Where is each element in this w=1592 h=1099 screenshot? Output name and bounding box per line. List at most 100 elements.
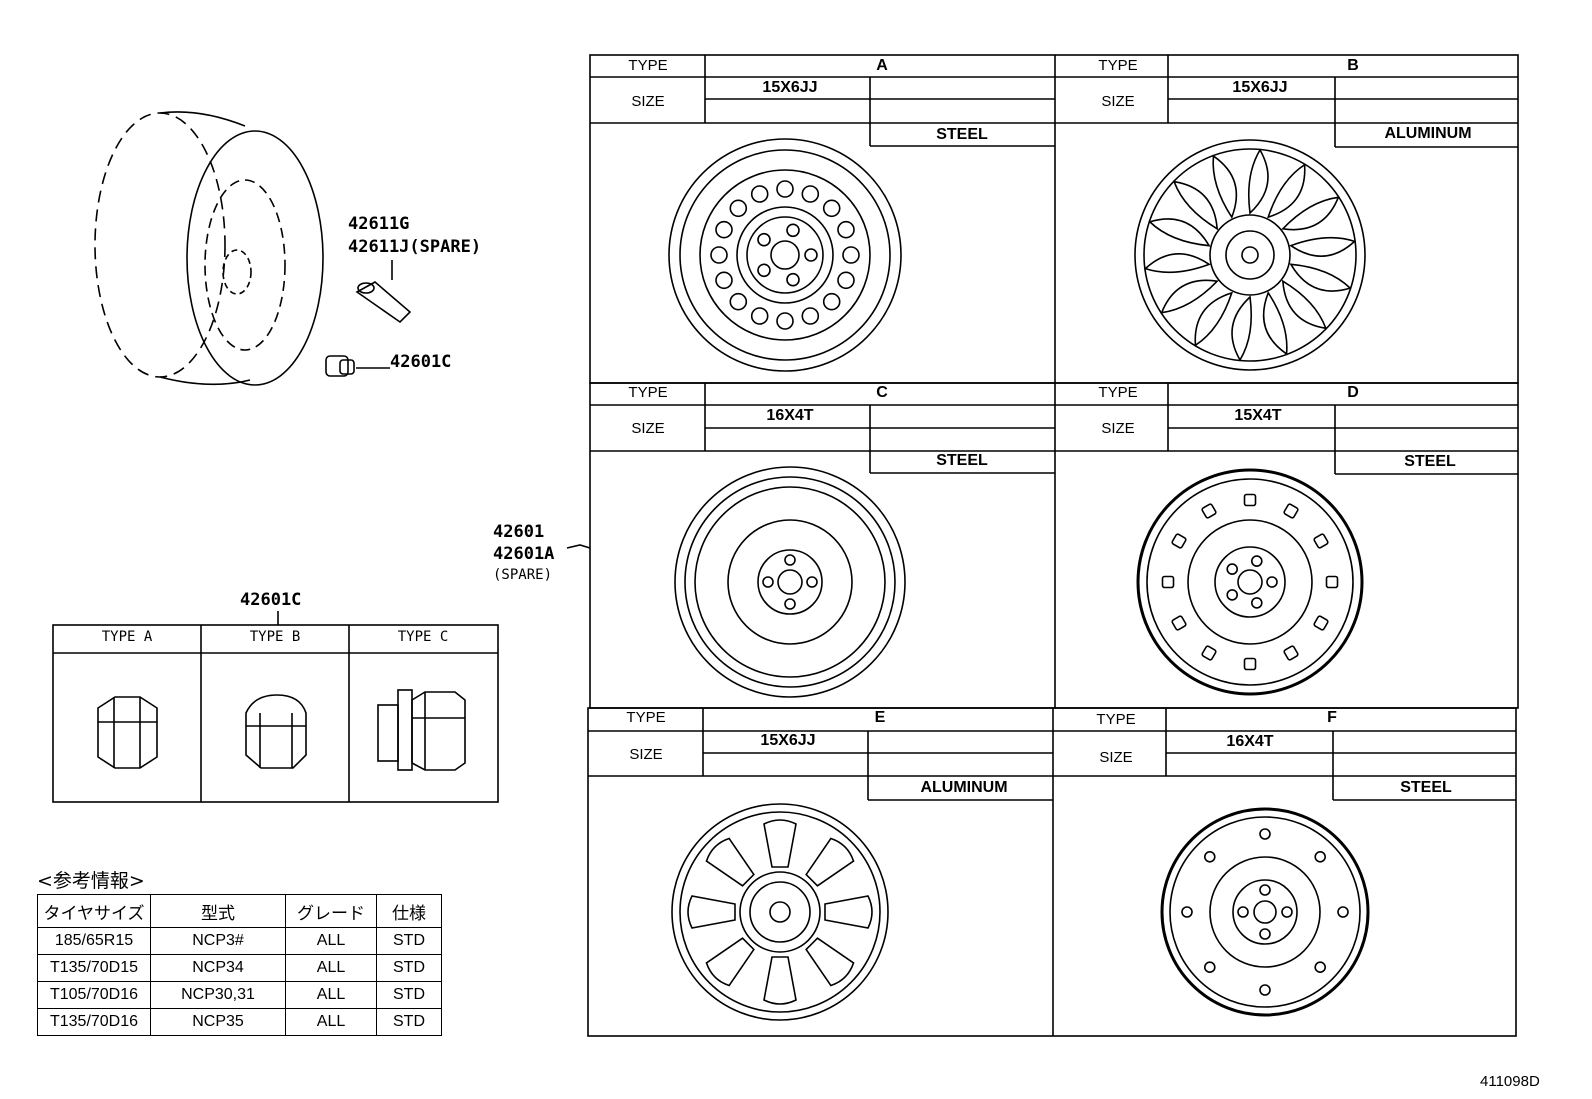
wheel-material-a: STEEL — [936, 126, 988, 143]
cell-model: NCP34 — [150, 954, 286, 982]
table-row: T105/70D16 NCP30,31 ALL STD — [37, 981, 442, 1009]
wheel-hole — [750, 185, 769, 203]
wheel-hole — [1313, 533, 1329, 549]
wheel-hole — [1171, 533, 1187, 549]
wheel-petal — [1194, 291, 1234, 347]
type-header: TYPE — [628, 57, 668, 74]
wheel-spoke — [824, 895, 873, 929]
wheel-hole — [776, 180, 794, 198]
wheel-hole — [1171, 615, 1187, 631]
callout-valve: 42611G — [348, 214, 410, 234]
wheel-hole — [1337, 906, 1349, 918]
lug-nut-drawing — [325, 355, 390, 377]
wheel-petal — [1281, 279, 1328, 330]
wheel-size-b: 15X6JJ — [1232, 79, 1288, 96]
callout-wheel-spare: (SPARE) — [493, 567, 553, 583]
cell-grade: ALL — [285, 954, 377, 982]
wheel-b-drawing — [1134, 139, 1366, 371]
wheel-petal — [1231, 295, 1253, 362]
diagram-code: 411098D — [1480, 1073, 1540, 1090]
wheel-hole — [1313, 615, 1329, 631]
wheel-hole — [1243, 493, 1257, 507]
wheel-material-e: ALUMINUM — [920, 779, 1008, 796]
wheel-material-b: ALUMINUM — [1384, 125, 1472, 142]
wheel-material-f: STEEL — [1400, 779, 1452, 796]
wheel-hole — [1203, 850, 1216, 863]
wheel-petal — [1212, 154, 1238, 219]
wheel-a-drawing — [668, 138, 902, 372]
wheel-hole — [1259, 884, 1271, 896]
size-header: SIZE — [1099, 749, 1133, 766]
reference-title: <参考情報> — [37, 870, 145, 892]
nut-type-table-lines — [52, 611, 499, 803]
table-row: T135/70D16 NCP35 ALL STD — [37, 1008, 442, 1036]
wheel-hole — [786, 272, 800, 287]
size-header: SIZE — [1101, 420, 1135, 437]
wheel-petal — [1281, 196, 1340, 231]
wheel-hole — [837, 271, 855, 290]
wheel-d-drawing — [1136, 468, 1364, 696]
wheel-hole — [1314, 850, 1327, 863]
cell-grade: ALL — [285, 981, 377, 1009]
wheel-hole — [750, 307, 769, 325]
wheel-hole — [729, 199, 748, 218]
header-spec: 仕様 — [376, 894, 442, 928]
cell-tire-size: 185/65R15 — [37, 927, 151, 955]
wheel-hole — [1266, 576, 1278, 588]
wheel-hole — [822, 199, 841, 218]
wheel-type-b: B — [1347, 57, 1359, 74]
callout-valve-spare: 42611J(SPARE) — [348, 237, 482, 257]
wheel-petal — [1289, 263, 1352, 292]
wheel-type-a: A — [876, 57, 888, 74]
wheel-size-c: 16X4T — [766, 407, 814, 424]
wheel-hole — [1201, 645, 1217, 661]
wheel-material-d: STEEL — [1404, 453, 1456, 470]
wheel-size-f: 16X4T — [1226, 733, 1274, 750]
nut-type-b-label: TYPE B — [249, 629, 301, 645]
wheel-petal — [1148, 218, 1211, 247]
wheel-spoke — [763, 819, 797, 868]
cell-model: NCP35 — [150, 1008, 286, 1036]
cell-model: NCP3# — [150, 927, 286, 955]
wheel-hole — [715, 271, 733, 290]
wheel-petal — [1247, 148, 1269, 215]
wheel-petal — [1172, 180, 1219, 231]
type-header: TYPE — [628, 384, 668, 401]
wheel-spoke — [705, 937, 755, 987]
wheel-material-c: STEEL — [936, 452, 988, 469]
wheel-spoke — [763, 956, 797, 1005]
wheel-hole — [1181, 906, 1193, 918]
size-header: SIZE — [1101, 93, 1135, 110]
wheel-hole — [822, 292, 841, 311]
table-row: 185/65R15 NCP3# ALL STD — [37, 927, 442, 955]
wheel-hole — [1237, 906, 1249, 918]
reference-table: タイヤサイズ 型式 グレード 仕様 185/65R15 NCP3# ALL ST… — [37, 894, 442, 1036]
wheel-table-lines — [566, 54, 1519, 1037]
wheel-size-e: 15X6JJ — [760, 732, 816, 749]
type-header: TYPE — [626, 709, 666, 726]
wheel-hole — [715, 220, 733, 239]
wheel-e-drawing — [671, 803, 889, 1021]
wheel-hole — [1161, 575, 1175, 589]
wheel-spoke — [805, 937, 855, 987]
size-header: SIZE — [631, 420, 665, 437]
wheel-petal — [1289, 236, 1357, 257]
wheel-c-drawing — [674, 466, 906, 698]
wheel-spoke — [705, 837, 755, 887]
wheel-size-a: 15X6JJ — [762, 79, 818, 96]
wheel-hole — [1259, 928, 1271, 940]
wheel-type-c: C — [876, 384, 888, 401]
nut-table-title: 42601C — [240, 590, 302, 610]
cell-tire-size: T135/70D16 — [37, 1008, 151, 1036]
wheel-hole — [710, 246, 728, 264]
wheel-hole — [1259, 828, 1271, 840]
wheel-type-f: F — [1327, 709, 1337, 726]
wheel-hole — [786, 223, 800, 238]
wheel-hole — [729, 292, 748, 311]
cell-model: NCP30,31 — [150, 981, 286, 1009]
wheel-hole — [842, 246, 860, 264]
tire-drawing — [94, 111, 324, 386]
callout-wheel: 42601 — [493, 522, 545, 542]
wheel-hole — [1251, 555, 1263, 567]
